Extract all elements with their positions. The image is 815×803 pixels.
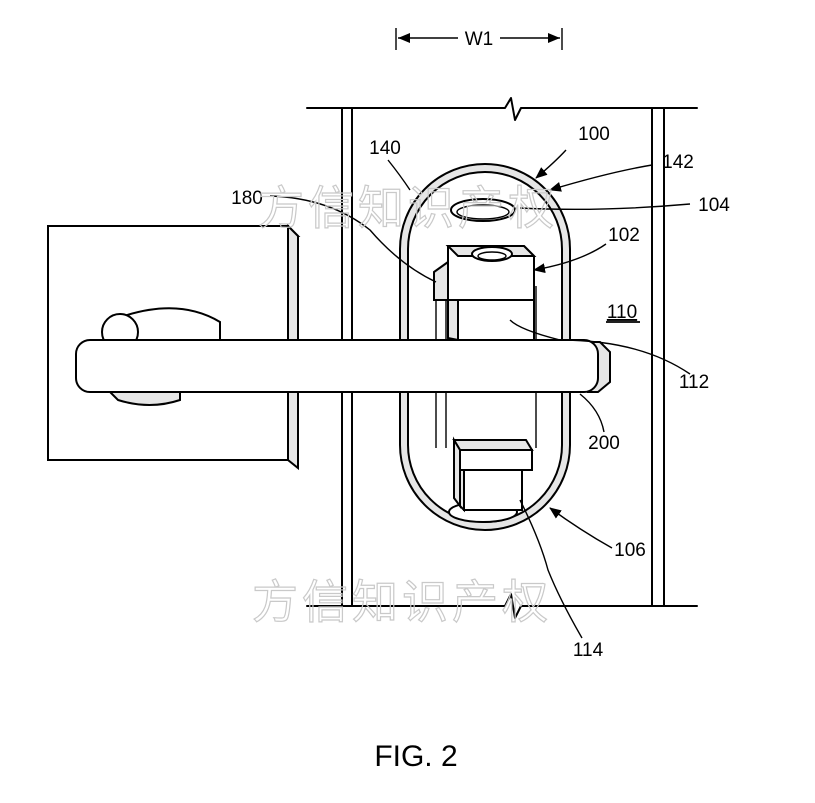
leader-lines bbox=[269, 149, 691, 639]
dimension-w1: W1 bbox=[395, 28, 563, 50]
upper-latch-block bbox=[433, 245, 537, 342]
upper-opening bbox=[450, 198, 516, 222]
watermark: 方信知识产权 方信知识产权 bbox=[251, 180, 558, 629]
ref-110: 110 bbox=[607, 302, 637, 323]
ref-200: 200 bbox=[588, 433, 620, 454]
ref-114: 114 bbox=[573, 640, 604, 661]
ref-142: 142 bbox=[662, 152, 694, 173]
lower-latch-block bbox=[452, 436, 534, 513]
ref-100: 100 bbox=[578, 124, 610, 145]
ref-106: 106 bbox=[614, 540, 646, 561]
figure-caption: FIG. 2 bbox=[374, 740, 457, 773]
lever-handle bbox=[75, 307, 611, 406]
ref-102: 102 bbox=[608, 225, 640, 246]
svg-text:方信知识产权: 方信知识产权 bbox=[252, 575, 552, 629]
reference-labels: 100 140 142 180 104 102 110 112 200 106 … bbox=[231, 124, 730, 661]
ref-140: 140 bbox=[369, 138, 401, 159]
ref-112: 112 bbox=[679, 372, 709, 393]
svg-text:方信知识产权: 方信知识产权 bbox=[258, 181, 558, 235]
ref-180: 180 bbox=[231, 188, 263, 209]
ref-104: 104 bbox=[698, 195, 730, 216]
dimension-label-w1: W1 bbox=[465, 29, 494, 50]
